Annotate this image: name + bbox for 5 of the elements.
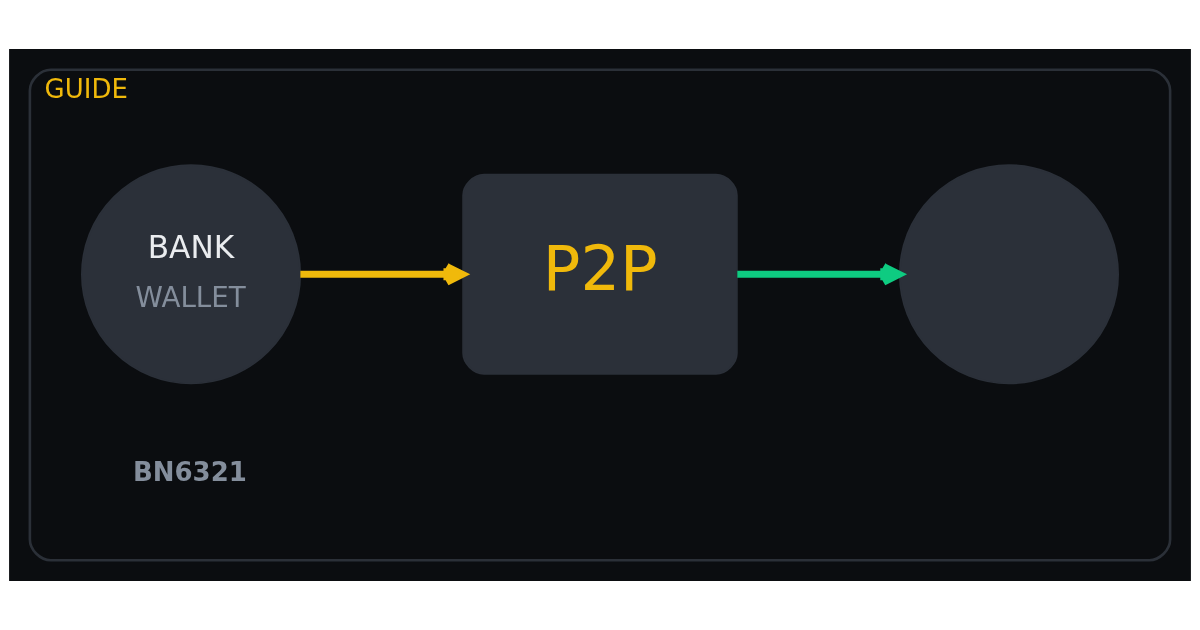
label: BN6321 [132, 457, 247, 488]
arrow [300, 263, 467, 286]
node-circle [898, 164, 1119, 385]
node-circle: BANK WALLET [81, 164, 302, 385]
node-box: P2P [462, 173, 738, 375]
